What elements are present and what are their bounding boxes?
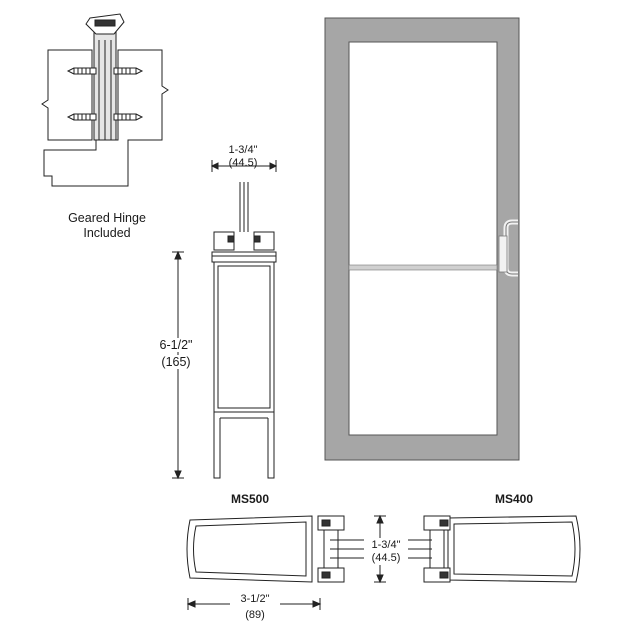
height-metric-label: (165) <box>146 355 206 369</box>
ms500-profile <box>186 515 345 583</box>
ms400-profile <box>423 515 581 583</box>
depth-metric-label: (44.5) <box>364 551 408 565</box>
ms400-model-label: MS400 <box>494 492 534 506</box>
bottom-width-fraction-label: 3-1/2" <box>230 592 280 606</box>
hinge-caption-line2: Included <box>83 226 131 240</box>
height-fraction-label: 6-1/2" <box>146 338 206 352</box>
hinge-caption-line1: Geared Hinge <box>68 211 146 225</box>
top-width-metric-label: (44.5) <box>228 157 258 169</box>
top-width-fraction-label: 1-3/4" <box>228 144 258 156</box>
bottom-width-metric-label: (89) <box>245 609 265 621</box>
hinge-screw-lower <box>66 113 144 121</box>
geared-hinge-detail <box>41 13 169 187</box>
stile-section <box>211 182 277 479</box>
hinge-screw-upper <box>66 67 144 75</box>
top-width-dimension <box>210 160 278 172</box>
depth-fraction-label: 1-3/4" <box>364 538 408 552</box>
door-pull-handle <box>498 219 518 277</box>
door-elevation <box>324 17 520 461</box>
ms500-model-label: MS500 <box>230 492 270 506</box>
